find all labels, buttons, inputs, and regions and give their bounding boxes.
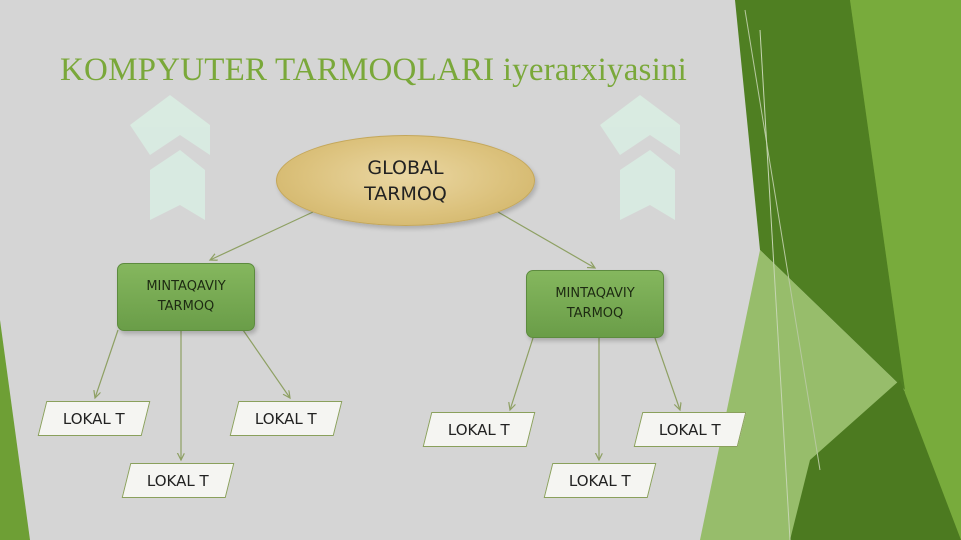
right-mid-green-shape (850, 0, 961, 540)
connector-region-local (95, 329, 119, 398)
local-network-node: LOKAL T (543, 463, 657, 498)
local-network-label: LOKAL T (659, 420, 721, 439)
global-network-node: GLOBAL TARMOQ (276, 135, 535, 226)
right-bottom-green-shape (790, 380, 961, 540)
local-network-label: LOKAL T (255, 409, 317, 428)
local-network-node: LOKAL T (633, 412, 747, 447)
regional-network-node-left: MINTAQAVIY TARMOQ (117, 263, 255, 331)
right-thin-line (744, 9, 821, 471)
right-thin-line (759, 29, 791, 540)
right-darker-green-shape (735, 0, 905, 390)
connector-global-region-right (497, 211, 595, 268)
local-network-label: LOKAL T (448, 420, 510, 439)
local-network-label: LOKAL T (147, 471, 209, 490)
local-network-node: LOKAL T (121, 463, 235, 498)
local-network-node: LOKAL T (422, 412, 536, 447)
slide-title: KOMPYUTER TARMOQLARI iyerarxiyasini (60, 52, 688, 88)
connector-global-region-left (210, 211, 314, 260)
watermark-logo (130, 95, 680, 220)
connector-region-local (242, 329, 290, 398)
regional-network-label: MINTAQAVIY TARMOQ (146, 279, 226, 314)
local-network-node: LOKAL T (37, 401, 151, 436)
global-network-label: GLOBAL TARMOQ (364, 156, 447, 205)
regional-network-label: MINTAQAVIY TARMOQ (555, 286, 635, 321)
connector-region-local (510, 337, 534, 410)
connector-region-local (654, 337, 680, 410)
local-network-node: LOKAL T (229, 401, 343, 436)
left-green-wedge (0, 320, 30, 540)
local-network-label: LOKAL T (569, 471, 631, 490)
local-network-label: LOKAL T (63, 409, 125, 428)
regional-network-node-right: MINTAQAVIY TARMOQ (526, 270, 664, 338)
